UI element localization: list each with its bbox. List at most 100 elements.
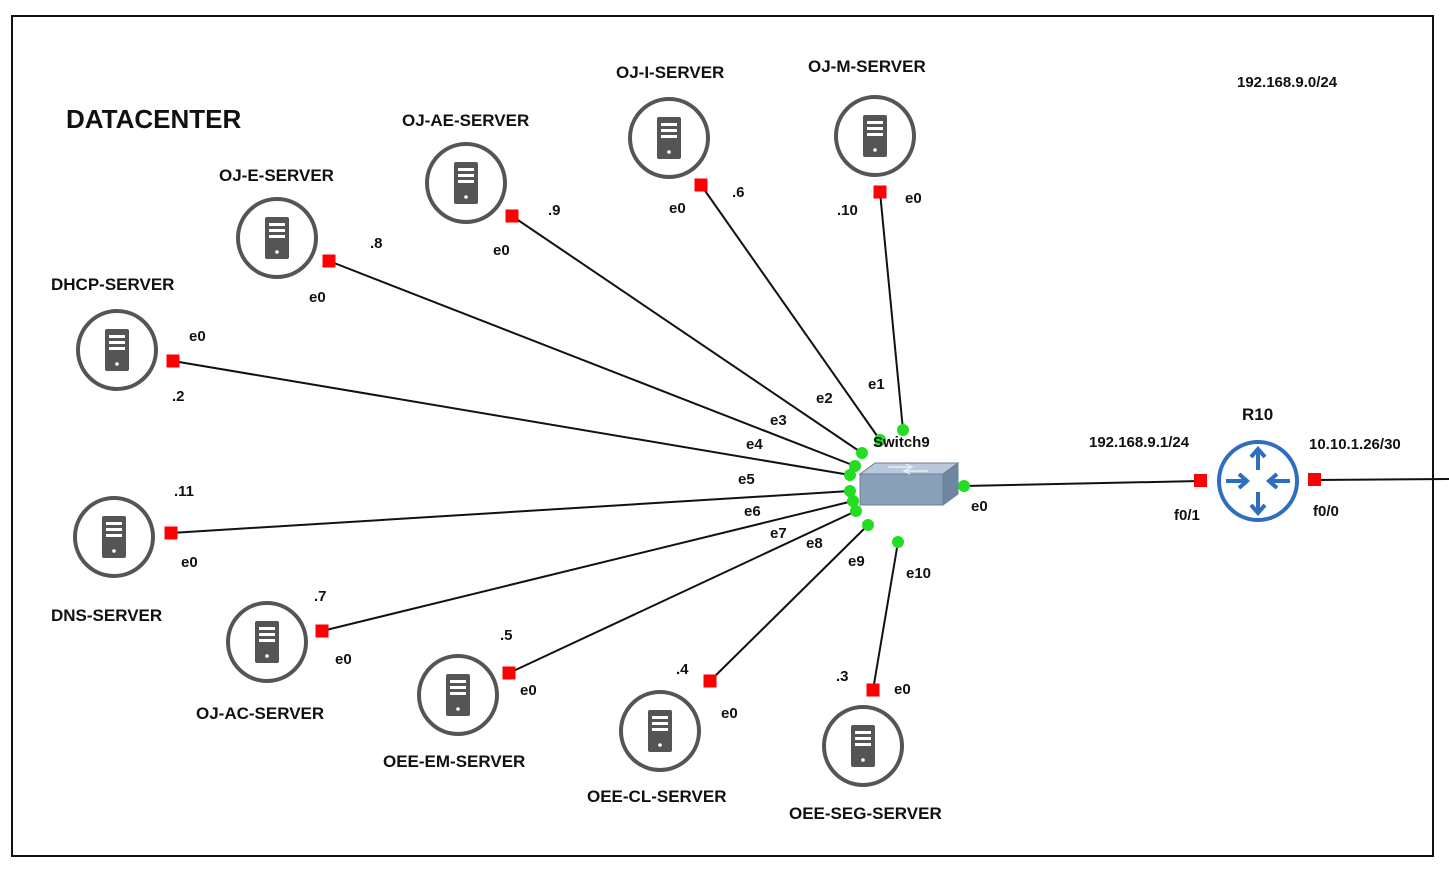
server-icon: [822, 705, 904, 787]
server-node-oj-ae[interactable]: [425, 142, 507, 224]
server-iface-label: e0: [721, 705, 738, 722]
server-iface-label: e0: [894, 681, 911, 698]
server-name: OJ-E-SERVER: [219, 166, 334, 185]
server-iface-label: e0: [669, 200, 686, 217]
switch-port-label: e9: [848, 553, 865, 570]
port-server-oj-i[interactable]: [694, 178, 708, 192]
server-ip-label: .8: [370, 235, 383, 252]
switch-port-label: e3: [770, 412, 787, 429]
switch-port-label: e8: [806, 535, 823, 552]
server-iface-label: e0: [493, 242, 510, 259]
server-node-oee-em[interactable]: [417, 654, 499, 736]
server-name: OJ-M-SERVER: [808, 57, 926, 76]
switch-node[interactable]: Switch9: [858, 434, 960, 506]
server-ip-label: .2: [172, 388, 185, 405]
switch-port-label: e2: [816, 390, 833, 407]
diagram-title: DATACENTER: [66, 104, 241, 134]
link-oj-m: [879, 191, 904, 431]
link-router-wan: [1313, 478, 1449, 481]
server-node-oj-e[interactable]: [236, 197, 318, 279]
server-icon: [425, 142, 507, 224]
server-name: OJ-AC-SERVER: [196, 704, 324, 723]
router-node[interactable]: R10: [1217, 405, 1299, 522]
port-server-oj-ac[interactable]: [315, 624, 329, 638]
port-server-oj-e[interactable]: [322, 254, 336, 268]
server-name: DHCP-SERVER: [51, 275, 174, 294]
server-icon: [76, 309, 158, 391]
switch-icon: [858, 462, 960, 506]
server-node-dhcp[interactable]: [76, 309, 158, 391]
switch-port-label: e4: [746, 436, 763, 453]
port-switch-e10[interactable]: [892, 536, 904, 548]
port-server-oj-ae[interactable]: [505, 209, 519, 223]
link-oj-e: [328, 260, 856, 467]
server-ip-label: .11: [174, 483, 194, 500]
server-node-dns[interactable]: [73, 496, 155, 578]
server-node-oj-m[interactable]: [834, 95, 916, 177]
switch-port-label: e6: [744, 503, 761, 520]
router-wan-port: f0/0: [1313, 503, 1339, 520]
server-icon: [619, 690, 701, 772]
server-node-oee-seg[interactable]: [822, 705, 904, 787]
server-name: OEE-CL-SERVER: [587, 787, 727, 806]
switch-port-label: e5: [738, 471, 755, 488]
router-lan-ip: 192.168.9.1/24: [1089, 434, 1190, 451]
router-lan-port: f0/1: [1174, 507, 1200, 524]
port-server-oee-cl[interactable]: [703, 674, 717, 688]
server-icon: [236, 197, 318, 279]
port-server-dns[interactable]: [164, 526, 178, 540]
link-oee-em: [508, 510, 857, 674]
port-switch-e3[interactable]: [856, 447, 868, 459]
server-name: OEE-EM-SERVER: [383, 752, 525, 771]
server-iface-label: e0: [520, 682, 537, 699]
port-server-dhcp[interactable]: [166, 354, 180, 368]
server-ip-label: .4: [676, 661, 689, 678]
server-iface-label: e0: [189, 328, 206, 345]
link-dns: [170, 490, 851, 534]
port-switch-e1[interactable]: [897, 424, 909, 436]
server-ip-label: .10: [837, 202, 858, 219]
switch-port-label: e10: [906, 565, 931, 582]
server-node-oee-cl[interactable]: [619, 690, 701, 772]
port-server-oee-seg[interactable]: [866, 683, 880, 697]
server-iface-label: e0: [309, 289, 326, 306]
port-router-lan[interactable]: [1194, 474, 1207, 487]
server-ip-label: .7: [314, 588, 327, 605]
port-switch-e6[interactable]: [844, 485, 856, 497]
server-icon: [226, 601, 308, 683]
link-switch-router: [963, 480, 1201, 487]
link-oee-cl: [709, 524, 869, 682]
router-wan-ip: 10.10.1.26/30: [1309, 436, 1401, 453]
port-server-oee-em[interactable]: [502, 666, 516, 680]
server-node-oj-i[interactable]: [628, 97, 710, 179]
router-name: R10: [1242, 405, 1273, 424]
server-node-oj-ac[interactable]: [226, 601, 308, 683]
switch-port-label: e1: [868, 376, 885, 393]
switch-uplink-port-label: e0: [971, 498, 988, 515]
switch-port-label: e7: [770, 525, 787, 542]
server-name: OJ-I-SERVER: [616, 63, 724, 82]
link-oj-ae: [511, 215, 863, 454]
port-server-oj-m[interactable]: [873, 185, 887, 199]
port-switch-e4[interactable]: [849, 460, 861, 472]
port-switch-e2[interactable]: [874, 434, 886, 446]
diagram-frame: [11, 15, 1434, 857]
links-layer: [170, 184, 904, 691]
server-icon: [628, 97, 710, 179]
link-oj-ac: [321, 500, 854, 632]
port-switch-e8[interactable]: [850, 505, 862, 517]
port-switch-e7[interactable]: [847, 495, 859, 507]
server-iface-label: e0: [335, 651, 352, 668]
server-iface-label: e0: [181, 554, 198, 571]
server-name: OEE-SEG-SERVER: [789, 804, 942, 823]
server-iface-label: e0: [905, 190, 922, 207]
port-switch-e9[interactable]: [862, 519, 874, 531]
port-switch-uplink[interactable]: [958, 480, 970, 492]
server-ip-label: .9: [548, 202, 561, 219]
port-router-wan[interactable]: [1308, 473, 1321, 486]
link-oee-seg: [872, 541, 899, 691]
link-dhcp: [172, 360, 851, 476]
server-ip-label: .3: [836, 668, 849, 685]
port-switch-e5[interactable]: [844, 469, 856, 481]
